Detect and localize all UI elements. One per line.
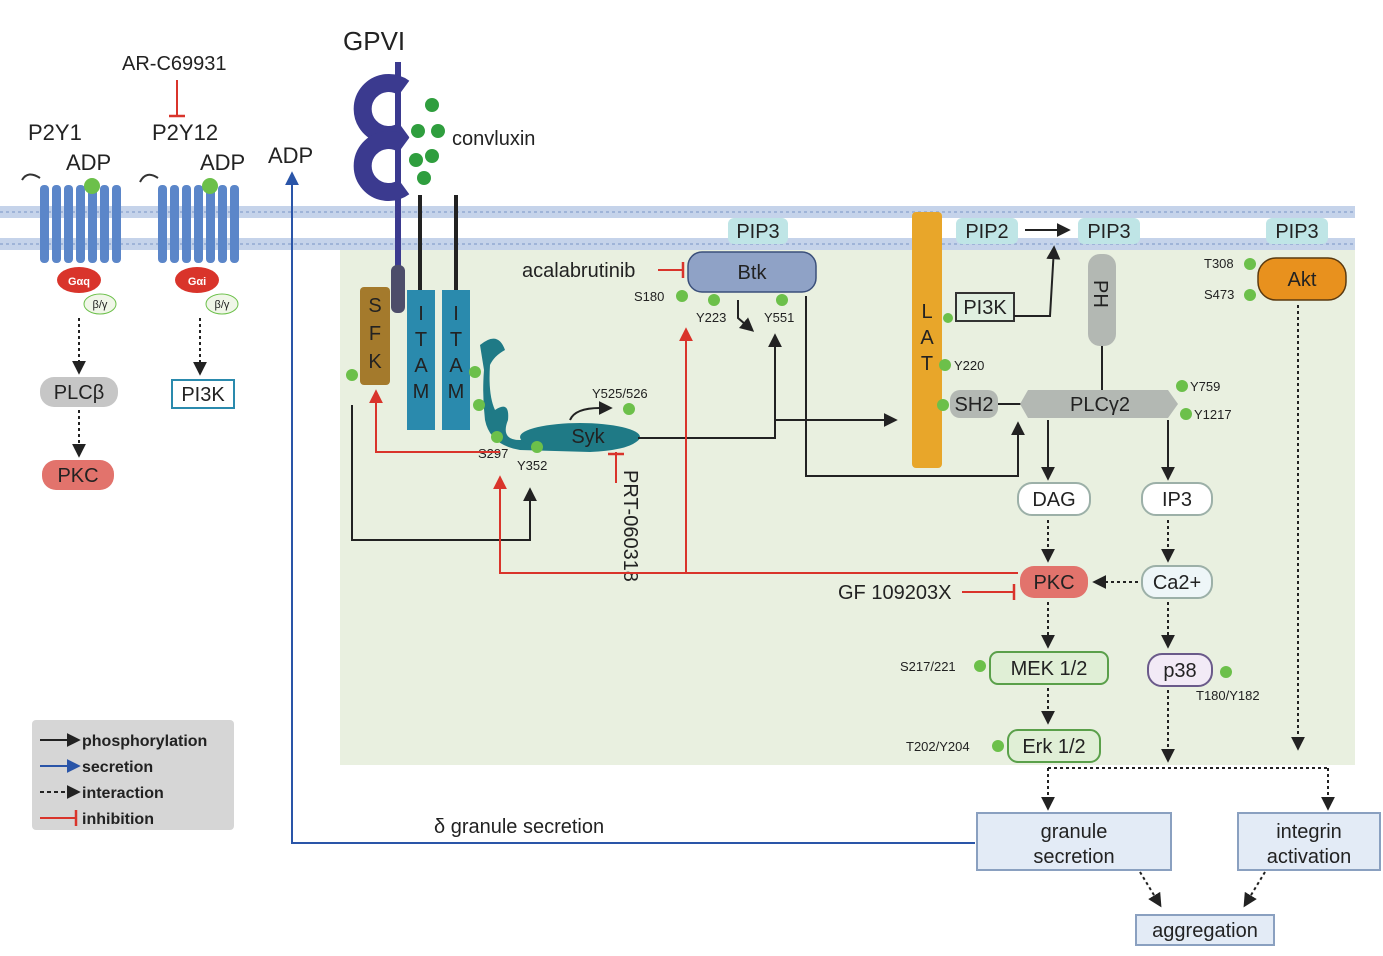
svg-text:PKC: PKC xyxy=(1033,572,1074,594)
svg-text:S180: S180 xyxy=(634,289,664,304)
svg-text:PKC: PKC xyxy=(57,465,98,487)
lat-letter: L xyxy=(921,301,932,323)
legend-inter: interaction xyxy=(82,785,164,802)
svg-text:integrin: integrin xyxy=(1276,821,1342,843)
svg-text:S217/221: S217/221 xyxy=(900,659,956,674)
syk-label: Syk xyxy=(571,426,605,448)
itam-1-letter: M xyxy=(413,381,430,403)
itam-2-letter: T xyxy=(450,329,462,351)
svg-text:Ca2+: Ca2+ xyxy=(1153,572,1201,594)
svg-text:p38: p38 xyxy=(1163,660,1196,682)
itam-1-letter: I xyxy=(418,303,424,325)
itam-2-letter: M xyxy=(448,381,465,403)
gai-label: Gαi xyxy=(188,276,206,288)
lat-letter: T xyxy=(921,353,933,375)
pip3-mid: PIP3 xyxy=(1087,221,1130,243)
svg-text:MEK 1/2: MEK 1/2 xyxy=(1011,658,1088,680)
svg-text:S473: S473 xyxy=(1204,287,1234,302)
itam-2-letter: A xyxy=(449,355,463,377)
itam-2-letter: I xyxy=(453,303,459,325)
svg-text:PI3K: PI3K xyxy=(963,297,1007,319)
svg-text:S297: S297 xyxy=(478,446,508,461)
convulxin-dots xyxy=(409,98,445,185)
svg-text:PLCγ2: PLCγ2 xyxy=(1070,394,1130,416)
svg-text:Y220: Y220 xyxy=(954,358,984,373)
beta-gamma-1: β/γ xyxy=(93,299,108,311)
legend-inhib: inhibition xyxy=(82,811,154,828)
svg-text:Y551: Y551 xyxy=(764,310,794,325)
legend-sec: secretion xyxy=(82,759,153,776)
pip2: PIP2 xyxy=(965,221,1008,243)
p2y12-label: P2Y12 xyxy=(152,120,218,145)
svg-text:Y223: Y223 xyxy=(696,310,726,325)
svg-text:SH2: SH2 xyxy=(955,394,994,416)
svg-text:aggregation: aggregation xyxy=(1152,920,1258,942)
itam-1-letter: A xyxy=(414,355,428,377)
svg-text:Akt: Akt xyxy=(1288,269,1317,291)
svg-text:activation: activation xyxy=(1267,846,1352,868)
svg-text:Y352: Y352 xyxy=(517,458,547,473)
pip3-akt: PIP3 xyxy=(1275,221,1318,243)
gaq-label: Gαq xyxy=(68,276,90,288)
svg-text:PLCβ: PLCβ xyxy=(54,382,104,404)
convluxin-label: convluxin xyxy=(452,128,535,150)
lat-letter: A xyxy=(920,327,934,349)
itam-1-letter: T xyxy=(415,329,427,351)
svg-text:secretion: secretion xyxy=(1033,846,1114,868)
ar-inhibitor: AR-C69931 xyxy=(122,53,227,75)
svg-text:Erk 1/2: Erk 1/2 xyxy=(1022,736,1085,758)
svg-text:Y1217: Y1217 xyxy=(1194,407,1232,422)
dgranule-label: δ granule secretion xyxy=(434,816,604,838)
pip3-btk: PIP3 xyxy=(736,221,779,243)
prt-inhibitor: PRT-060318 xyxy=(619,470,641,582)
svg-text:T308: T308 xyxy=(1204,256,1234,271)
beta-gamma-2: β/γ xyxy=(215,299,230,311)
svg-text:Y759: Y759 xyxy=(1190,379,1220,394)
svg-text:Y525/526: Y525/526 xyxy=(592,386,648,401)
adp-label-3: ADP xyxy=(268,143,313,168)
svg-text:PI3K: PI3K xyxy=(181,384,225,406)
svg-text:Btk: Btk xyxy=(738,262,768,284)
svg-text:DAG: DAG xyxy=(1032,489,1075,511)
svg-text:granule: granule xyxy=(1041,821,1108,843)
p2y1-label: P2Y1 xyxy=(28,120,82,145)
legend-phos: phosphorylation xyxy=(82,733,207,750)
gf-inhibitor: GF 109203X xyxy=(838,582,951,604)
svg-text:T202/Y204: T202/Y204 xyxy=(906,739,970,754)
sfk-letter: S xyxy=(368,295,381,317)
adp-label-2: ADP xyxy=(200,150,245,175)
adp-label-1: ADP xyxy=(66,150,111,175)
svg-text:PH: PH xyxy=(1089,280,1111,308)
sfk-letter: F xyxy=(369,323,381,345)
svg-text:IP3: IP3 xyxy=(1162,489,1192,511)
gpvi-label: GPVI xyxy=(343,26,405,56)
sfk-letter: K xyxy=(368,351,382,373)
svg-text:T180/Y182: T180/Y182 xyxy=(1196,688,1260,703)
acalabrutinib-inhibitor: acalabrutinib xyxy=(522,260,635,282)
plasma-membrane xyxy=(0,206,1355,250)
